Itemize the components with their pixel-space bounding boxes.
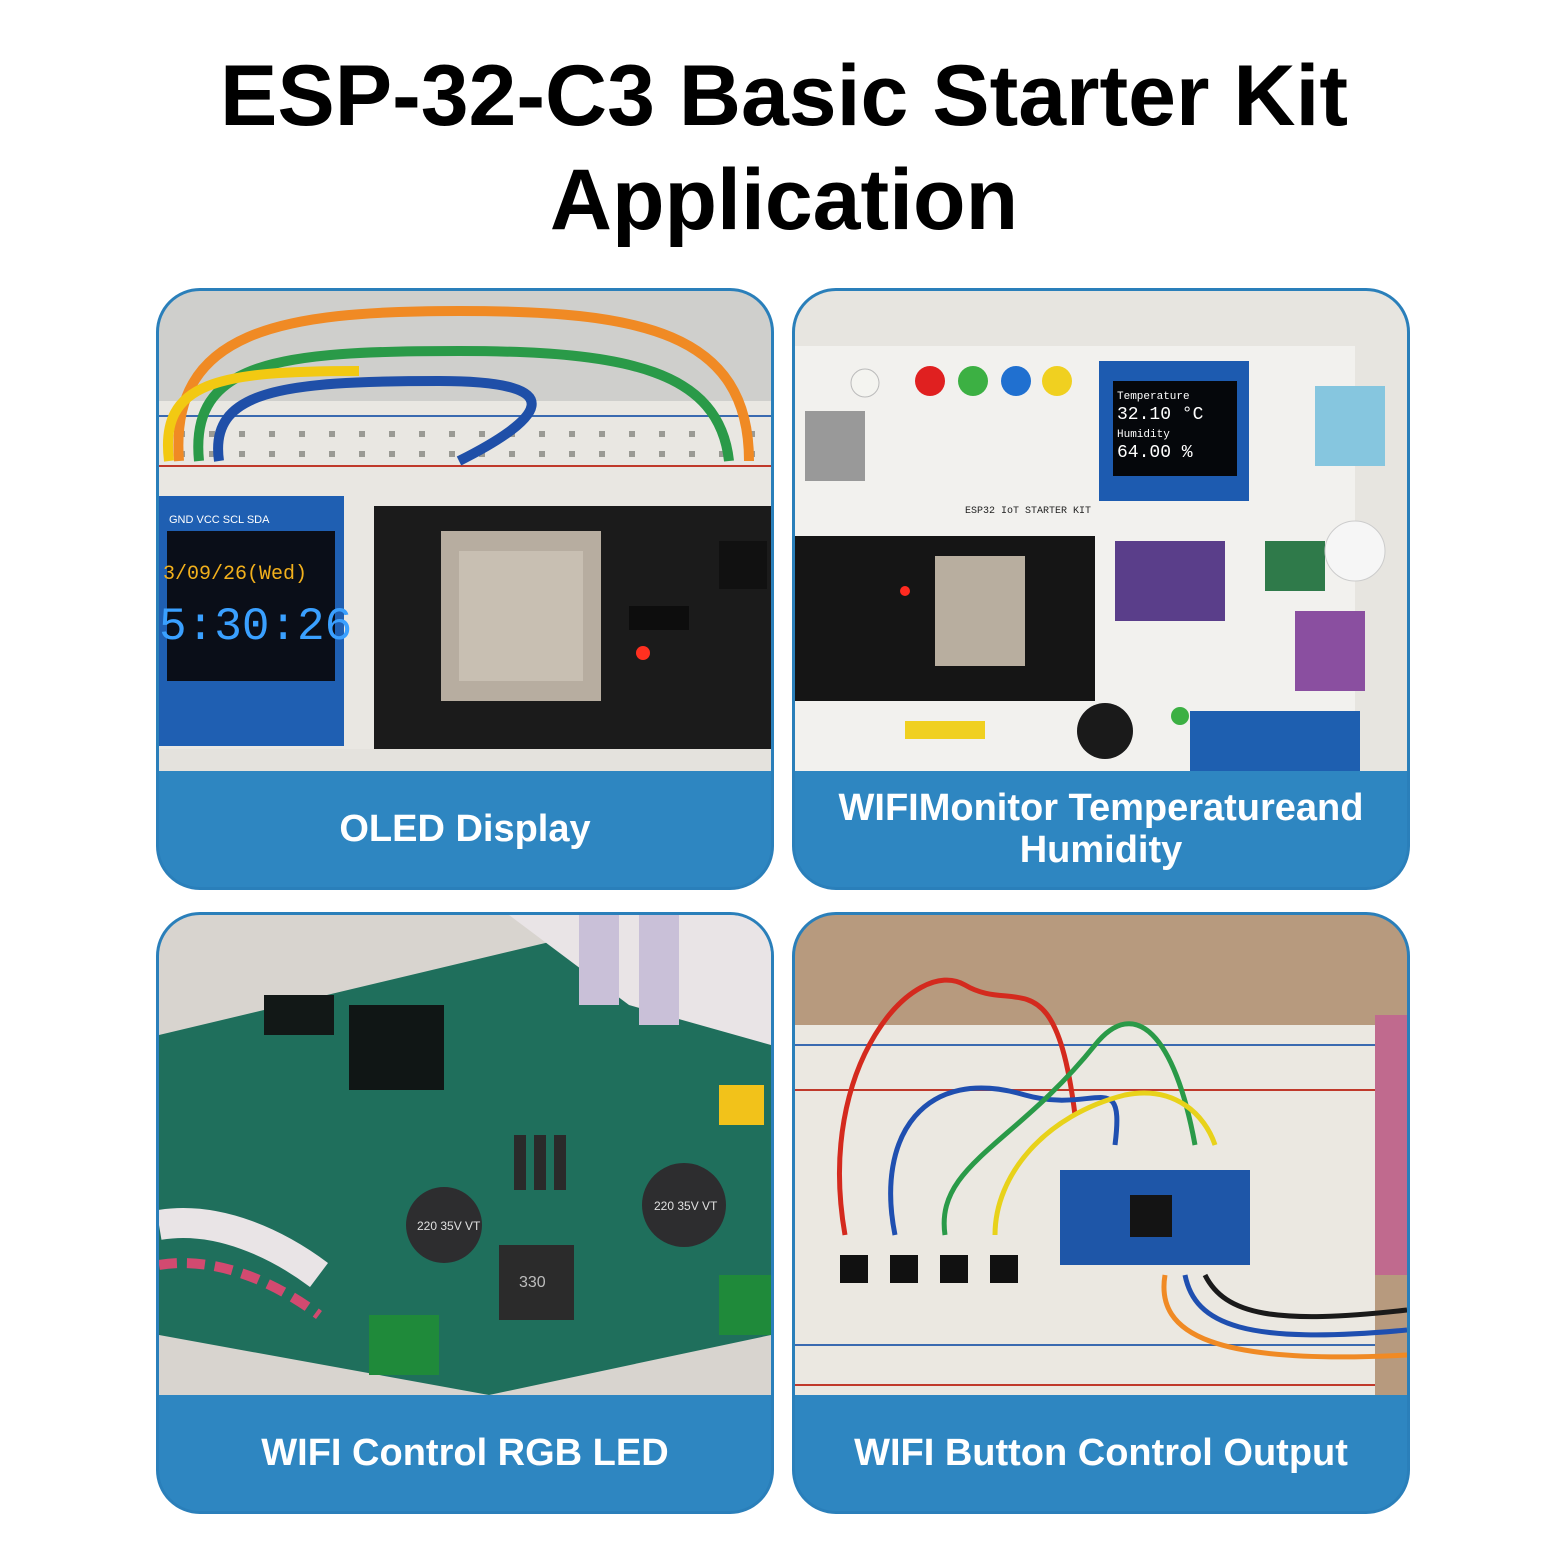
card-wifi-control-rgb-led: 220 35V VT 220 35V VT 330 WIFI Control R… [156,912,774,1514]
card-label-wifi-monitor: WIFIMonitor Temperatureand Humidity [795,771,1407,887]
oled-temperature-value: 32.10 °C [1117,405,1204,425]
capacitor-1-marking: 220 35V VT [417,1219,481,1233]
page-title: ESP-32-C3 Basic Starter Kit Application [0,44,1568,252]
card-label-oled-display: OLED Display [339,808,591,850]
oled-date-text: 3/09/26(Wed) [163,563,307,586]
title-line-2: Application [549,152,1019,248]
inductor-marking: 330 [519,1274,546,1291]
board-title-text: ESP32 IoT STARTER KIT [965,506,1091,517]
photo-oled-breadboard: GND VCC SCL SDA 3/09/26(Wed) 5:30:26 [159,291,771,771]
card-wifi-monitor-temp-humidity: Temperature 32.10 °C Humidity 64.00 % ES… [792,288,1410,890]
oled-pin-labels: GND VCC SCL SDA [169,514,270,526]
oled-humidity-value: 64.00 % [1117,443,1193,463]
card-label-line-1: WIFIMonitor Temperatureand [838,787,1364,829]
photo-nano-breadboard [795,915,1407,1395]
card-label-rgb-led: WIFI Control RGB LED [261,1432,669,1474]
card-oled-display: GND VCC SCL SDA 3/09/26(Wed) 5:30:26 OLE… [156,288,774,890]
title-line-1: ESP-32-C3 Basic Starter Kit [220,48,1348,144]
photo-green-pcb: 220 35V VT 220 35V VT 330 [159,915,771,1395]
capacitor-2-marking: 220 35V VT [654,1199,718,1213]
oled-time-text: 5:30:26 [159,601,352,653]
card-label-line-2: Humidity [1019,829,1183,871]
photo-iot-starter-board: Temperature 32.10 °C Humidity 64.00 % ES… [795,291,1407,771]
card-wifi-button-control-output: WIFI Button Control Output [792,912,1410,1514]
oled-humidity-label: Humidity [1117,429,1170,441]
oled-temperature-label: Temperature [1117,391,1190,403]
card-label-button-control: WIFI Button Control Output [854,1432,1348,1474]
